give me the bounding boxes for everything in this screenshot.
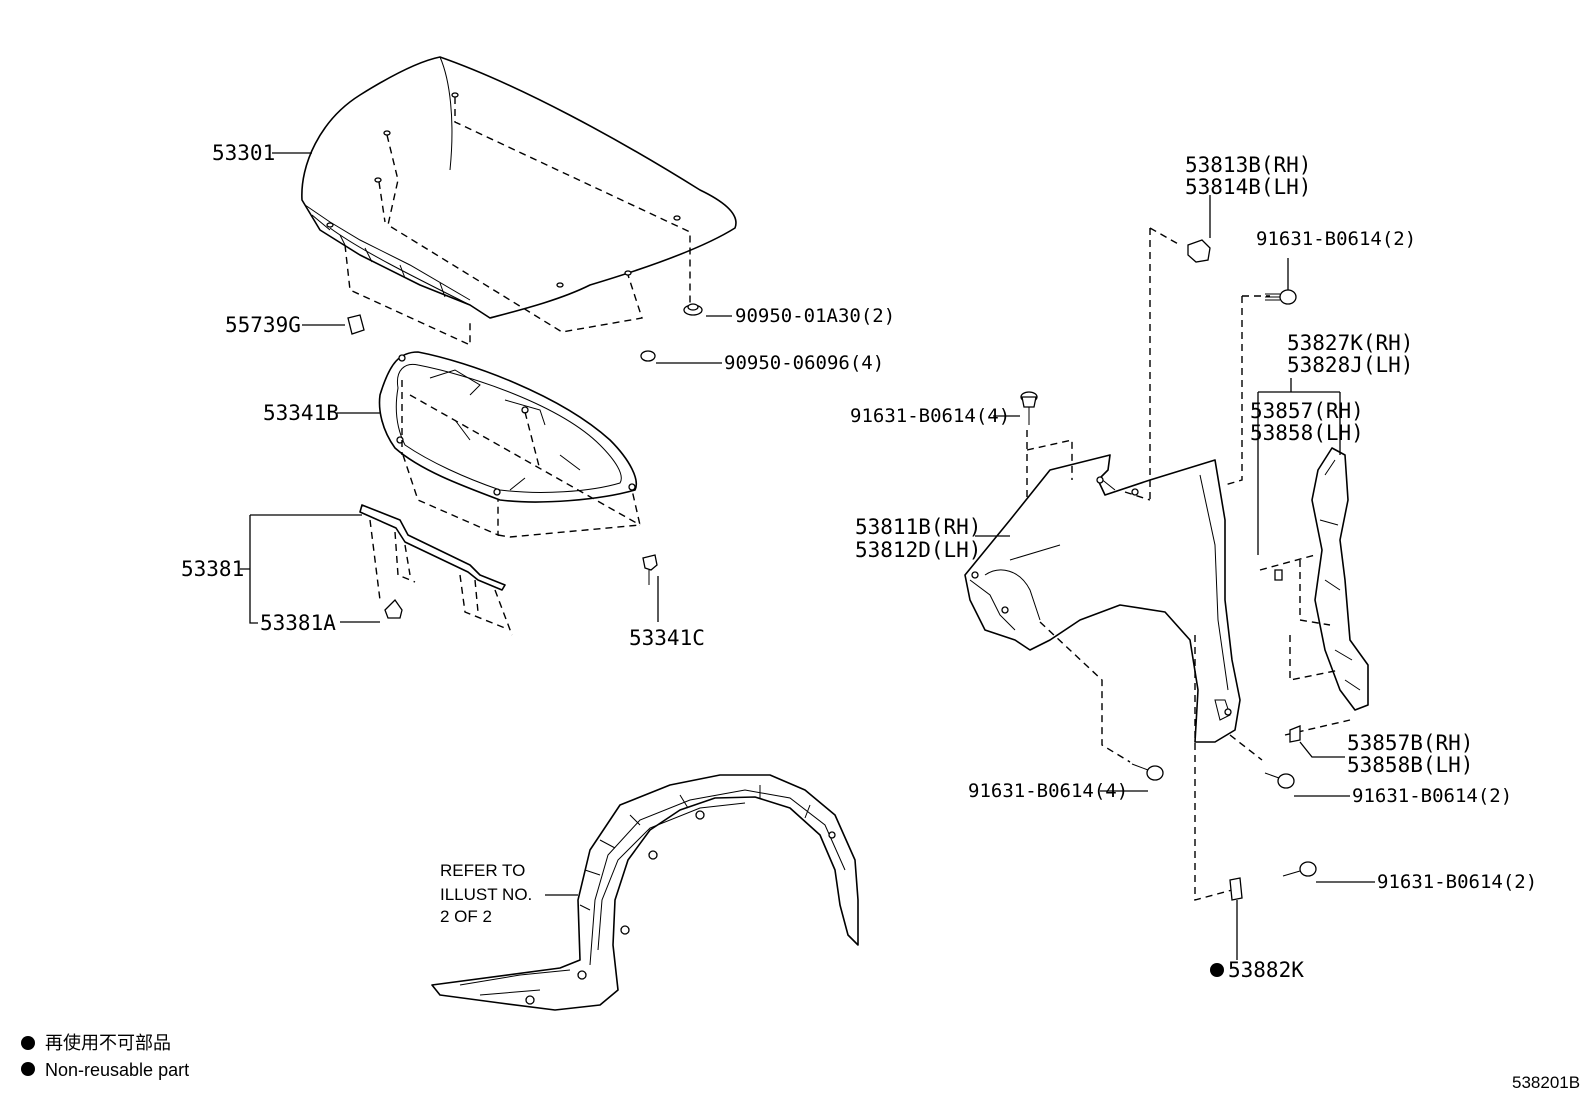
fender-seal-illustration [1311,447,1369,711]
insulator-dashed-guides [401,380,641,538]
refer-note-line-1: REFER TO [440,861,525,880]
legend-marker-jp [21,1036,35,1050]
illustration-id: 538201B [1512,1073,1580,1092]
leader-lines [240,152,1375,960]
label-cover-lh: 53814B(LH) [1185,175,1311,199]
label-hood: 53301 [212,141,275,165]
fender-liner-illustration [431,774,859,1011]
hood-cushion [347,314,365,335]
label-seal-lh: 53828J(LH) [1287,353,1413,377]
label-90950-01A30: 90950-01A30(2) [735,305,895,327]
label-clip-53882K: 53882K [1228,958,1304,982]
bolt-lower-right-2 [1282,861,1317,877]
label-insulator-clip: 53341C [629,626,705,650]
label-bolt-fender-bottom: 91631-B0614(4) [968,780,1128,802]
legend-marker-en [21,1062,35,1076]
refer-note-line-3: 2 OF 2 [440,907,492,926]
label-hood-cushion: 55739G [225,313,301,337]
label-hood-insulator: 53341B [263,401,339,425]
cover-53813B [1187,239,1211,263]
bolt-upper-right [1265,289,1297,305]
label-fender-rh: 53811B(RH) [855,515,981,539]
hood-insulator-illustration [378,351,637,503]
label-sub-seal-lh: 53858(LH) [1250,421,1364,445]
fender-seal-dashed-guides [1259,554,1351,736]
label-lower-seal-rh: 53857B(RH) [1347,731,1473,755]
legend-japanese: 再使用不可部品 [45,1033,171,1053]
label-90950-06096: 90950-06096(4) [724,352,884,374]
hood-illustration [301,56,737,319]
label-fender-lh: 53812D(LH) [855,538,981,562]
seal-dashed-guides [369,519,513,636]
seal-clip-53381A [384,598,403,619]
refer-note-line-2: ILLUST NO. [440,885,532,904]
bolt-lower-right-1 [1264,772,1295,789]
label-lower-seal-lh: 53858B(LH) [1347,753,1473,777]
label-cover-rh: 53813B(RH) [1185,153,1311,177]
label-sub-seal-rh: 53857(RH) [1250,399,1364,423]
label-bolt-upper-right: 91631-B0614(2) [1256,228,1416,250]
bolt-fender-top [1020,391,1038,425]
clip-53882K-part [1229,877,1243,901]
hood-clip-90950-01A30 [683,303,703,316]
bolt-fender-bottom [1131,763,1164,781]
insulator-clip-53341C [642,554,658,585]
hood-plug-90950-06096 [640,350,656,362]
legend-english: Non-reusable part [45,1060,189,1080]
label-seal-rh: 53827K(RH) [1287,331,1413,355]
non-reusable-marker [1210,963,1224,977]
label-bolt-fender-top: 91631-B0614(4) [850,405,1010,427]
hood-dashed-guides [344,97,691,347]
sub-seal-tab [1274,569,1301,743]
label-bolt-lower-right-1: 91631-B0614(2) [1352,785,1512,807]
label-seal: 53381 [181,557,244,581]
seal-illustration [359,504,506,591]
fender-dashed-guides [1026,227,1270,901]
label-bolt-lower-right-2: 91631-B0614(2) [1377,871,1537,893]
fender-illustration [964,454,1241,743]
label-seal-clip: 53381A [260,611,336,635]
